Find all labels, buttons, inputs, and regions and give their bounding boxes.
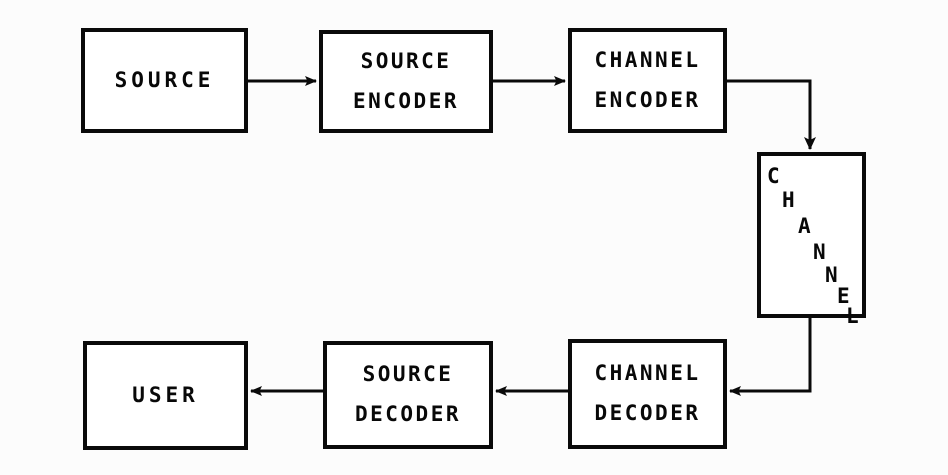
block-channel-encoder-label-1: CHANNEL: [594, 47, 701, 72]
block-channel-encoder[interactable]: CHANNEL ENCODER: [568, 28, 727, 133]
block-channel-letter-4: N: [813, 240, 826, 264]
block-source-decoder-label-1: SOURCE: [362, 362, 454, 387]
block-channel-decoder[interactable]: CHANNEL DECODER: [568, 339, 727, 449]
block-channel-letter-3: A: [798, 214, 811, 238]
block-channel-encoder-label-2: ENCODER: [594, 87, 701, 112]
block-user-label-1: USER: [132, 382, 199, 407]
block-source-encoder-label-2: ENCODER: [352, 88, 459, 113]
edge-channel-encoder-to-channel: [727, 79, 816, 150]
block-channel-decoder-label-2: DECODER: [594, 401, 701, 425]
edge-channel-to-channel-decoder: [729, 318, 812, 396]
block-source-encoder-label-1: SOURCE: [360, 48, 452, 73]
block-source-decoder-label-2: DECODER: [354, 402, 461, 426]
block-source[interactable]: SOURCE: [81, 28, 248, 133]
block-user[interactable]: USER: [83, 341, 248, 450]
block-channel-decoder-label-1: CHANNEL: [594, 361, 701, 386]
block-source-decoder[interactable]: SOURCE DECODER: [323, 341, 493, 449]
block-channel-letter-1: C: [767, 164, 780, 188]
block-channel-letter-7: L: [846, 304, 859, 328]
block-channel-letter-6: E: [837, 284, 850, 308]
block-channel-letter-5: N: [825, 263, 838, 287]
block-source-encoder[interactable]: SOURCE ENCODER: [319, 30, 493, 133]
block-source-label-1: SOURCE: [114, 67, 215, 92]
block-channel-letter-2: H: [782, 188, 795, 212]
